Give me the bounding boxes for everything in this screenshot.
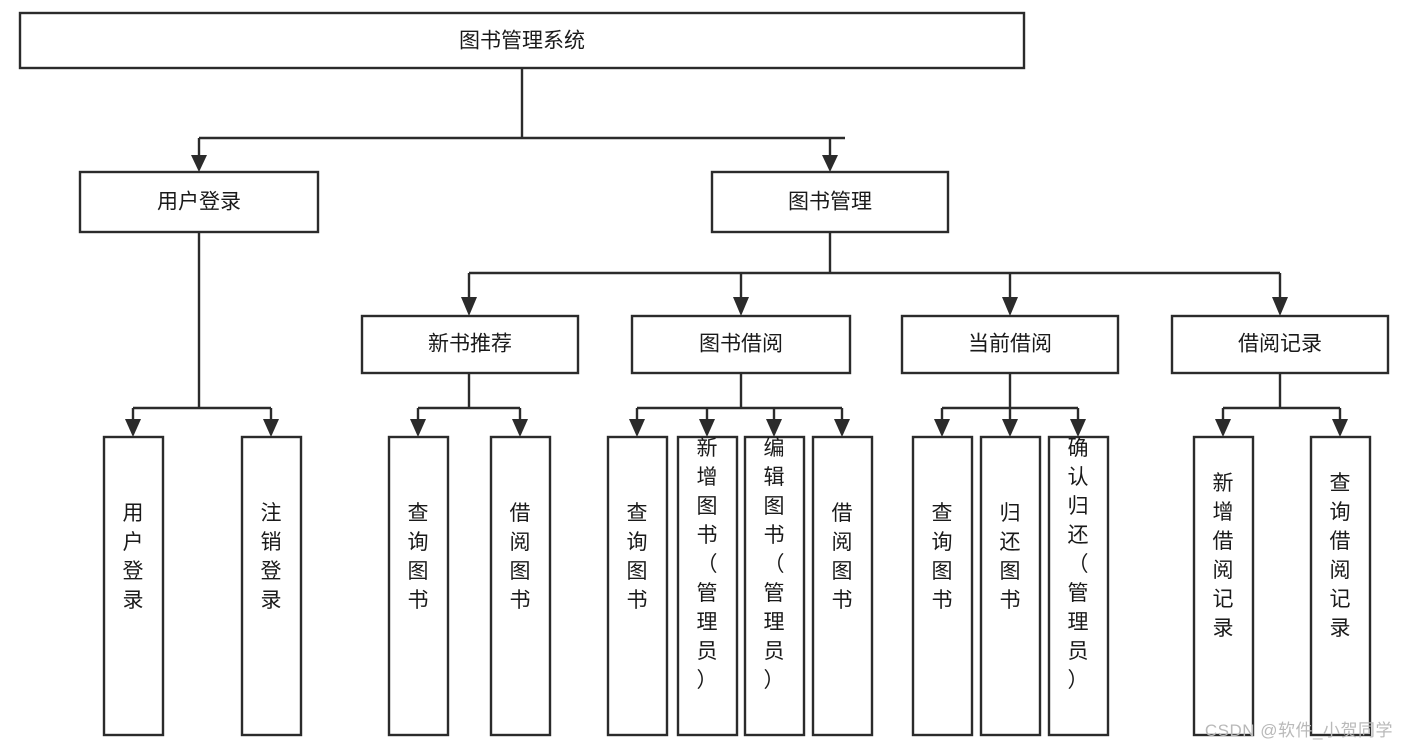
node-leaf-borrow-book-1-box[interactable] bbox=[489, 435, 552, 737]
arrow-to-leaf-edit-book bbox=[766, 419, 782, 437]
arrow-to-leaf-user-login bbox=[125, 419, 141, 437]
connector-current-borrow-trunk bbox=[940, 373, 1080, 421]
node-leaf-edit-book-label: 编辑图书（管理员） bbox=[764, 437, 785, 692]
arrow-to-borrow-record bbox=[1272, 297, 1288, 316]
arrow-to-leaf-add-record bbox=[1215, 419, 1231, 437]
node-root-label: 图书管理系统 bbox=[459, 30, 585, 53]
node-leaf-user-logout-label: 注销登录 bbox=[261, 502, 282, 612]
node-leaf-user-login-label: 用户登录 bbox=[123, 502, 144, 612]
arrow-to-current-borrow bbox=[1002, 297, 1018, 316]
node-leaf-add-book-label: 新增图书（管理员） bbox=[697, 437, 718, 692]
node-leaf-borrow-book-2-label: 借阅图书 bbox=[832, 502, 853, 612]
arrow-to-leaf-borrow-book-2 bbox=[834, 419, 850, 437]
node-book-borrow[interactable]: 图书借阅 bbox=[630, 314, 852, 375]
node-leaf-user-logout[interactable]: 注销登录 bbox=[240, 435, 303, 737]
node-current-borrow-label: 当前借阅 bbox=[968, 333, 1052, 356]
node-book-manage-box[interactable] bbox=[710, 170, 950, 234]
node-leaf-borrow-book-2-box[interactable] bbox=[811, 435, 874, 737]
node-leaf-query-book-3-label: 查询图书 bbox=[932, 502, 953, 612]
node-leaf-query-book-1-label: 查询图书 bbox=[408, 502, 429, 612]
node-leaf-query-book-1[interactable]: 查询图书 bbox=[387, 435, 450, 737]
node-leaf-query-book-2[interactable]: 查询图书 bbox=[606, 435, 669, 737]
connector-book-manage-trunk bbox=[467, 232, 1282, 298]
connector-borrow-record-trunk bbox=[1221, 373, 1342, 421]
node-user-login[interactable]: 用户登录 bbox=[78, 170, 320, 234]
node-new-book-rec-label: 新书推荐 bbox=[428, 333, 512, 356]
node-leaf-query-book-2-box[interactable] bbox=[606, 435, 669, 737]
node-leaf-query-book-2-label: 查询图书 bbox=[627, 502, 648, 612]
node-leaf-borrow-book-1-label: 借阅图书 bbox=[510, 502, 531, 612]
arrow-to-leaf-add-book bbox=[699, 419, 715, 437]
arrow-to-leaf-confirm-return bbox=[1070, 419, 1086, 437]
node-leaf-user-logout-box[interactable] bbox=[240, 435, 303, 737]
node-leaf-return-book-box[interactable] bbox=[979, 435, 1042, 737]
node-new-book-rec[interactable]: 新书推荐 bbox=[360, 314, 580, 375]
node-leaf-query-record-label: 查询借阅记录 bbox=[1330, 472, 1351, 640]
node-leaf-return-book-label: 归还图书 bbox=[1000, 502, 1021, 612]
arrow-to-leaf-user-logout bbox=[263, 419, 279, 437]
node-leaf-query-book-3-box[interactable] bbox=[911, 435, 974, 737]
node-leaf-query-record-box[interactable] bbox=[1309, 435, 1372, 737]
node-leaf-user-login-box[interactable] bbox=[102, 435, 165, 737]
node-leaf-confirm-return[interactable]: 确认归还（管理员） bbox=[1047, 435, 1110, 737]
node-leaf-query-book-1-box[interactable] bbox=[387, 435, 450, 737]
node-book-borrow-label: 图书借阅 bbox=[699, 333, 783, 356]
connector-root-trunk bbox=[197, 68, 845, 158]
node-current-borrow-box[interactable] bbox=[900, 314, 1120, 375]
node-leaf-query-book-3[interactable]: 查询图书 bbox=[911, 435, 974, 737]
arrow-to-leaf-query-book-3 bbox=[934, 419, 950, 437]
connector-book-borrow-trunk bbox=[635, 373, 844, 421]
node-current-borrow[interactable]: 当前借阅 bbox=[900, 314, 1120, 375]
node-user-login-label: 用户登录 bbox=[157, 191, 241, 214]
node-user-login-box[interactable] bbox=[78, 170, 320, 234]
arrow-to-leaf-query-book-2 bbox=[629, 419, 645, 437]
node-book-manage-label: 图书管理 bbox=[788, 191, 872, 214]
arrow-root-to-user-login bbox=[191, 155, 207, 172]
node-leaf-borrow-book-2[interactable]: 借阅图书 bbox=[811, 435, 874, 737]
node-leaf-add-book[interactable]: 新增图书（管理员） bbox=[676, 435, 739, 737]
node-leaf-query-record[interactable]: 查询借阅记录 bbox=[1309, 435, 1372, 737]
node-leaf-confirm-return-label: 确认归还（管理员） bbox=[1068, 437, 1089, 692]
node-book-borrow-box[interactable] bbox=[630, 314, 852, 375]
node-book-manage[interactable]: 图书管理 bbox=[710, 170, 950, 234]
arrow-to-new-book-rec bbox=[461, 297, 477, 316]
node-leaf-edit-book-box[interactable] bbox=[743, 435, 806, 737]
connector-layer bbox=[125, 68, 1348, 437]
node-borrow-record[interactable]: 借阅记录 bbox=[1170, 314, 1390, 375]
node-leaf-edit-book[interactable]: 编辑图书（管理员） bbox=[743, 435, 806, 737]
node-leaf-confirm-return-box[interactable] bbox=[1047, 435, 1110, 737]
connector-new-book-rec-trunk bbox=[416, 373, 522, 421]
node-new-book-rec-box[interactable] bbox=[360, 314, 580, 375]
node-leaf-borrow-book-1[interactable]: 借阅图书 bbox=[489, 435, 552, 737]
node-leaf-add-book-box[interactable] bbox=[676, 435, 739, 737]
arrow-to-leaf-return-book bbox=[1002, 419, 1018, 437]
node-leaf-add-record-box[interactable] bbox=[1192, 435, 1255, 737]
arrow-to-leaf-borrow-book-1 bbox=[512, 419, 528, 437]
node-borrow-record-label: 借阅记录 bbox=[1238, 333, 1322, 356]
node-root[interactable]: 图书管理系统 bbox=[18, 11, 1026, 70]
node-borrow-record-box[interactable] bbox=[1170, 314, 1390, 375]
node-root-box[interactable] bbox=[18, 11, 1026, 70]
node-leaf-add-record-label: 新增借阅记录 bbox=[1213, 472, 1234, 640]
watermark-text: CSDN @软件_小贺同学 bbox=[1204, 721, 1393, 740]
node-leaf-add-record[interactable]: 新增借阅记录 bbox=[1192, 435, 1255, 737]
arrow-to-leaf-query-record bbox=[1332, 419, 1348, 437]
arrow-to-leaf-query-book-1 bbox=[410, 419, 426, 437]
connector-user-login-trunk bbox=[131, 232, 273, 421]
node-leaf-return-book[interactable]: 归还图书 bbox=[979, 435, 1042, 737]
node-leaf-user-login[interactable]: 用户登录 bbox=[102, 435, 165, 737]
arrow-root-to-book-manage bbox=[822, 155, 838, 172]
arrow-to-book-borrow bbox=[733, 297, 749, 316]
